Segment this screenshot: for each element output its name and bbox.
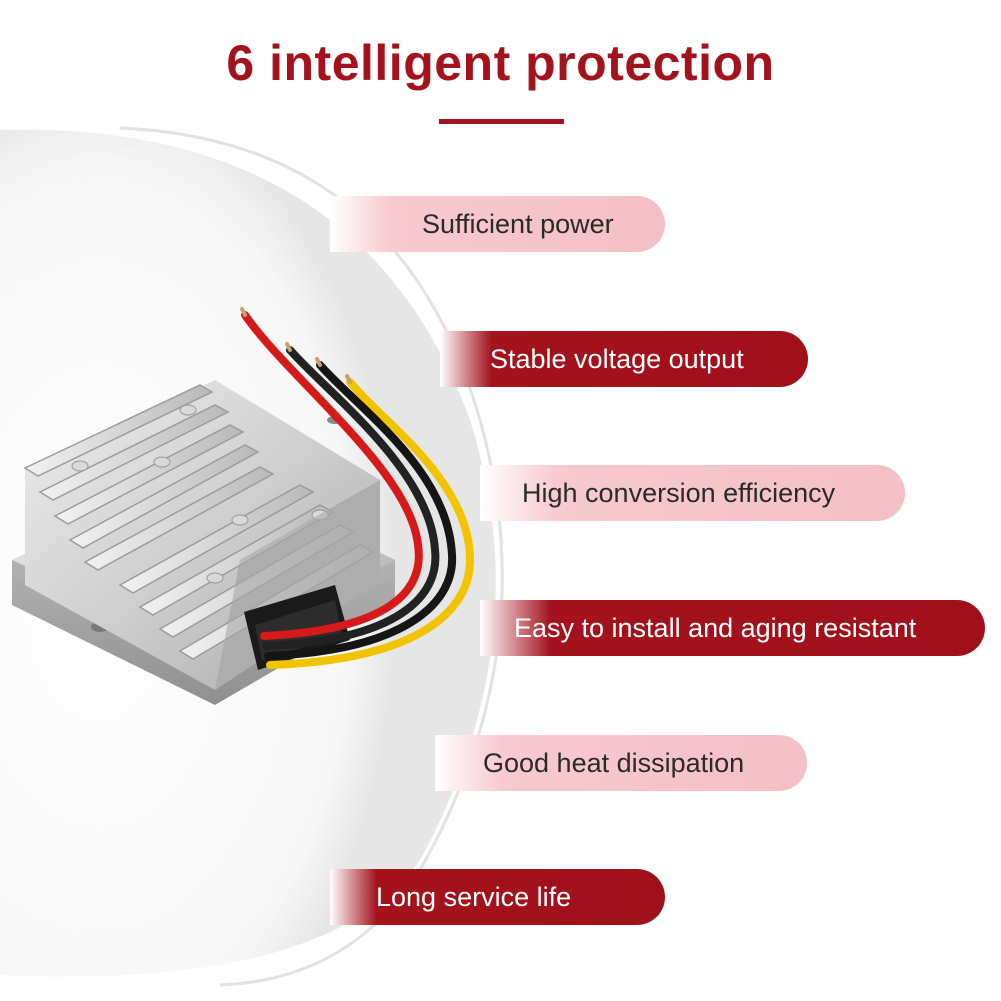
feature-long-service-life: Long service life (330, 869, 665, 925)
feature-label: Stable voltage output (490, 343, 744, 374)
feature-sufficient-power: Sufficient power (330, 196, 665, 252)
feature-label: Long service life (376, 881, 572, 912)
feature-label: Sufficient power (422, 208, 614, 239)
feature-label: Good heat dissipation (483, 747, 745, 778)
feature-easy-install-aging-resistant: Easy to install and aging resistant (480, 600, 985, 656)
feature-label: High conversion efficiency (522, 477, 836, 508)
feature-label: Easy to install and aging resistant (514, 612, 917, 643)
title-underline (439, 119, 564, 124)
feature-good-heat-dissipation: Good heat dissipation (435, 735, 807, 791)
feature-stable-voltage-output: Stable voltage output (440, 331, 808, 387)
page-title: 6 intelligent protection (226, 35, 775, 91)
feature-high-conversion-efficiency: High conversion efficiency (480, 465, 905, 521)
